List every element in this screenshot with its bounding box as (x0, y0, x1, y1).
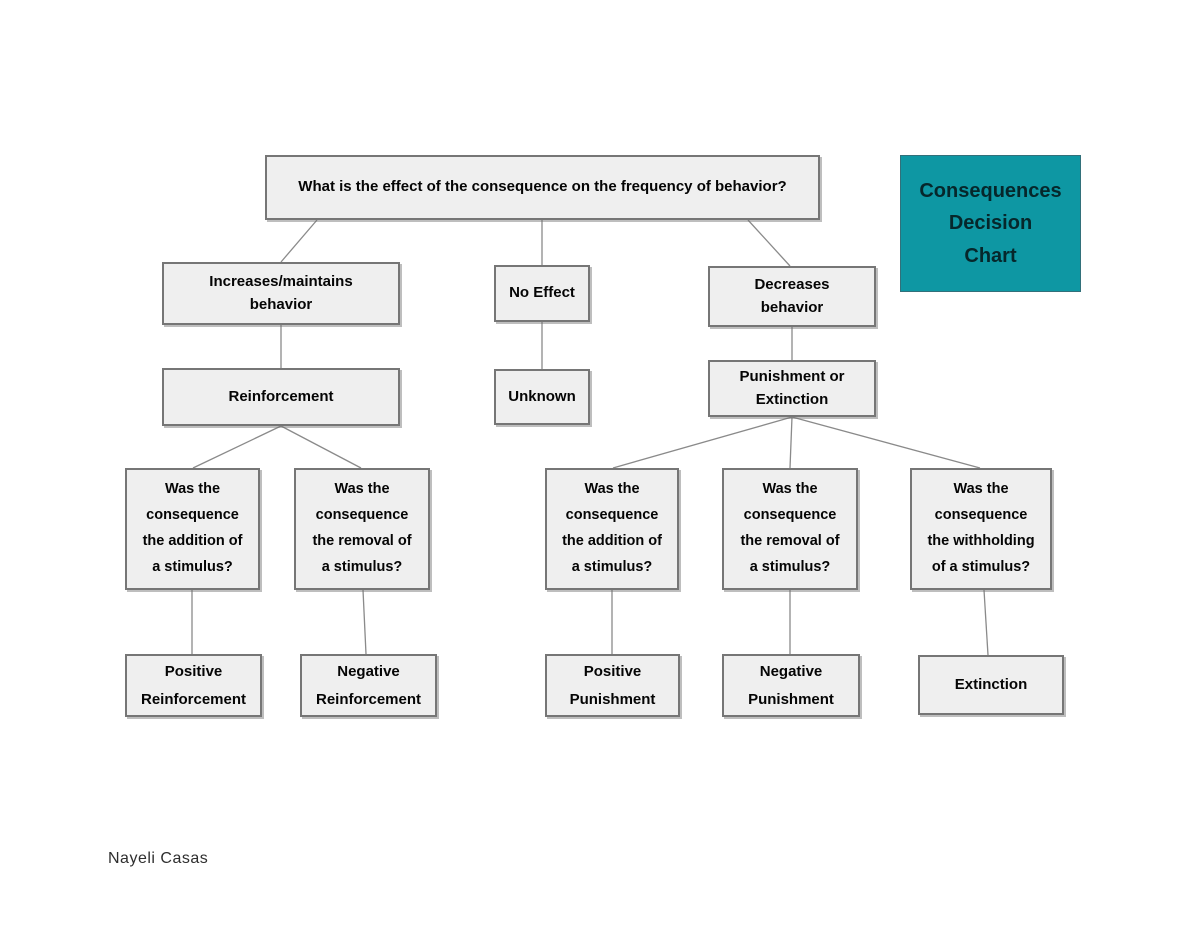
node-positive-punishment: Positive Punishment (545, 654, 680, 717)
connector-punext-q4 (789, 416, 793, 469)
node-unknown: Unknown (494, 369, 590, 425)
node-increases-maintains: Increases/maintains behavior (162, 262, 400, 325)
connector-q2-negreinforcement (362, 589, 367, 655)
node-question-removal-reinforcement: Was the consequence the removal of a sti… (294, 468, 430, 590)
connector-punext-q3 (612, 416, 793, 469)
node-positive-reinforcement: Positive Reinforcement (125, 654, 262, 717)
node-extinction: Extinction (918, 655, 1064, 715)
connector-root-increases (280, 219, 318, 263)
node-negative-reinforcement: Negative Reinforcement (300, 654, 437, 717)
node-punishment-or-extinction: Punishment or Extinction (708, 360, 876, 417)
node-question-addition-punishment: Was the consequence the addition of a st… (545, 468, 679, 590)
connector-reinforcement-q2 (280, 425, 362, 469)
node-question-addition-reinforcement: Was the consequence the addition of a st… (125, 468, 260, 590)
connector-reinforcement-q1 (192, 425, 282, 469)
node-reinforcement: Reinforcement (162, 368, 400, 426)
node-question-removal-punishment: Was the consequence the removal of a sti… (722, 468, 858, 590)
author-name: Nayeli Casas (108, 850, 209, 867)
connector-root-decreases (747, 219, 791, 267)
node-decreases-behavior: Decreases behavior (708, 266, 876, 327)
node-negative-punishment: Negative Punishment (722, 654, 860, 717)
root-question-box: What is the effect of the consequence on… (265, 155, 820, 220)
chart-title-card: Consequences Decision Chart (900, 155, 1081, 292)
connector-q5-extinction (983, 589, 989, 656)
node-no-effect: No Effect (494, 265, 590, 322)
node-question-withholding: Was the consequence the withholding of a… (910, 468, 1052, 590)
connector-punext-q5 (791, 416, 981, 469)
